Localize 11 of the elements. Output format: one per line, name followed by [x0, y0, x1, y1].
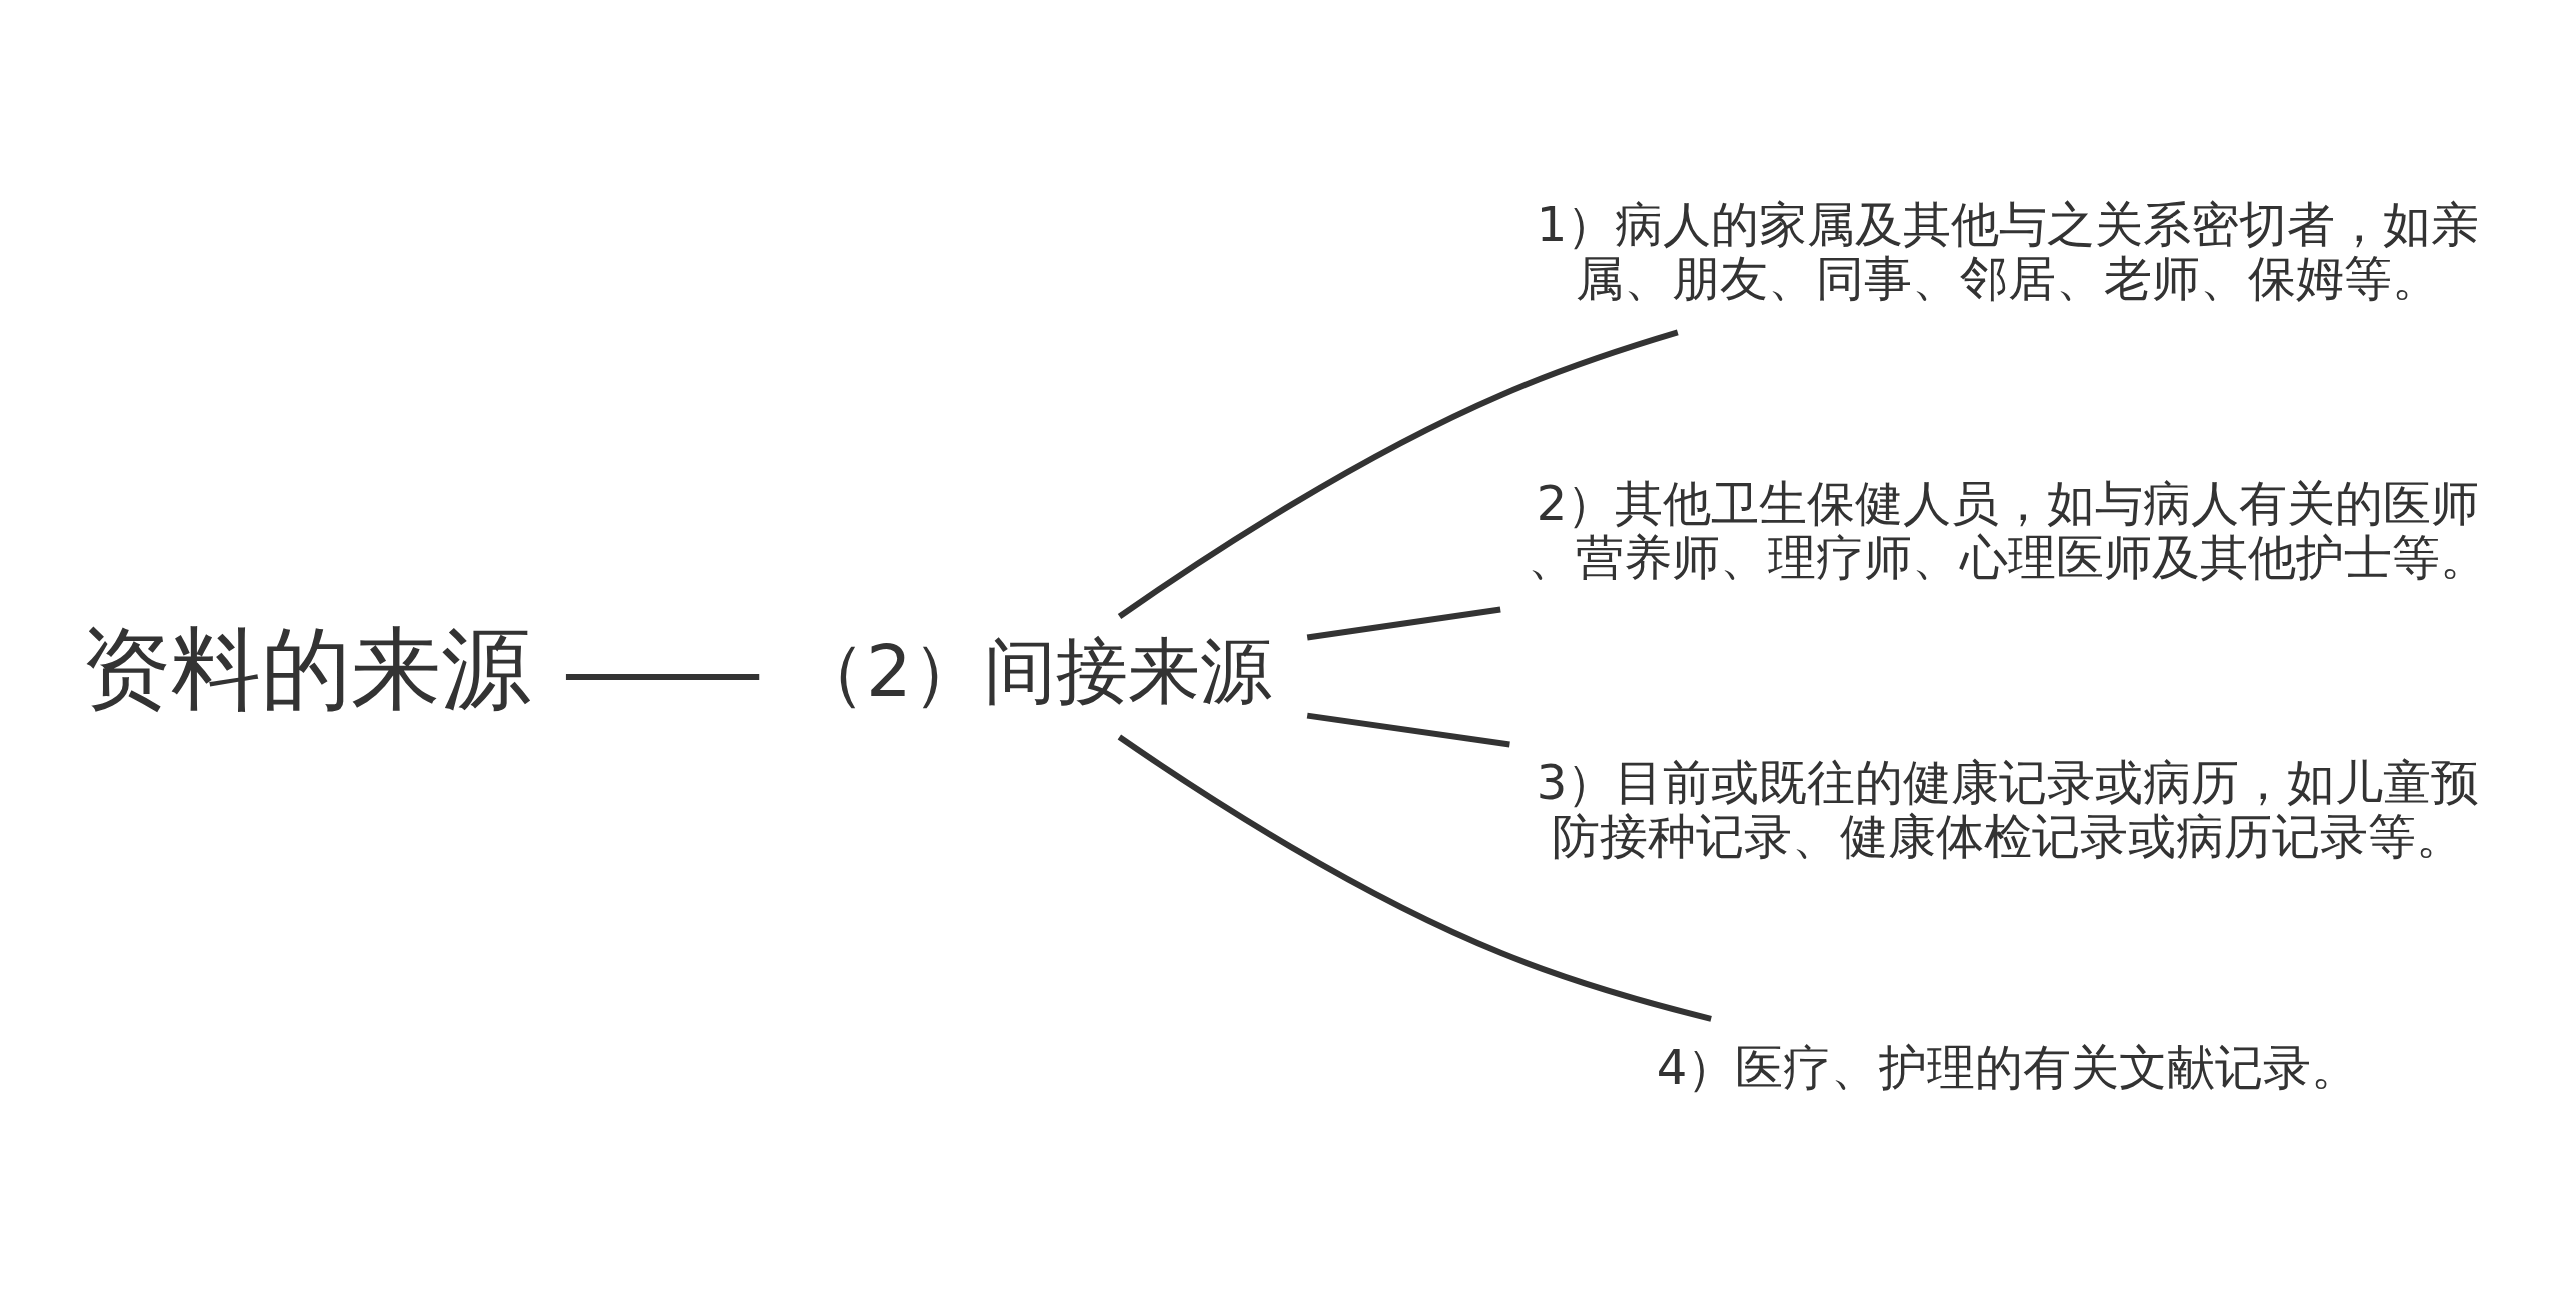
connector [1117, 734, 1712, 1022]
node-text: 4）医疗、护理的有关文献记录。 [1656, 1038, 2359, 1095]
node-text: 资料的来源 [80, 615, 530, 720]
node-text: 3）目前或既往的健康记录或病历，如儿童预防接种记录、健康体检记录或病历记录等。 [1536, 753, 2479, 864]
node-text: （2）间接来源 [793, 628, 1272, 713]
node-text: 2）其他卫生保健人员，如与病人有关的医师、营养师、理疗师、心理医师及其他护士等。 [1527, 474, 2488, 585]
connector [1306, 605, 1501, 640]
node-text: 1）病人的家属及其他与之关系密切者，如亲属、朋友、同事、邻居、老师、保姆等。 [1536, 195, 2479, 306]
connector [1306, 712, 1510, 747]
connector [565, 673, 759, 680]
connector [1117, 328, 1679, 619]
